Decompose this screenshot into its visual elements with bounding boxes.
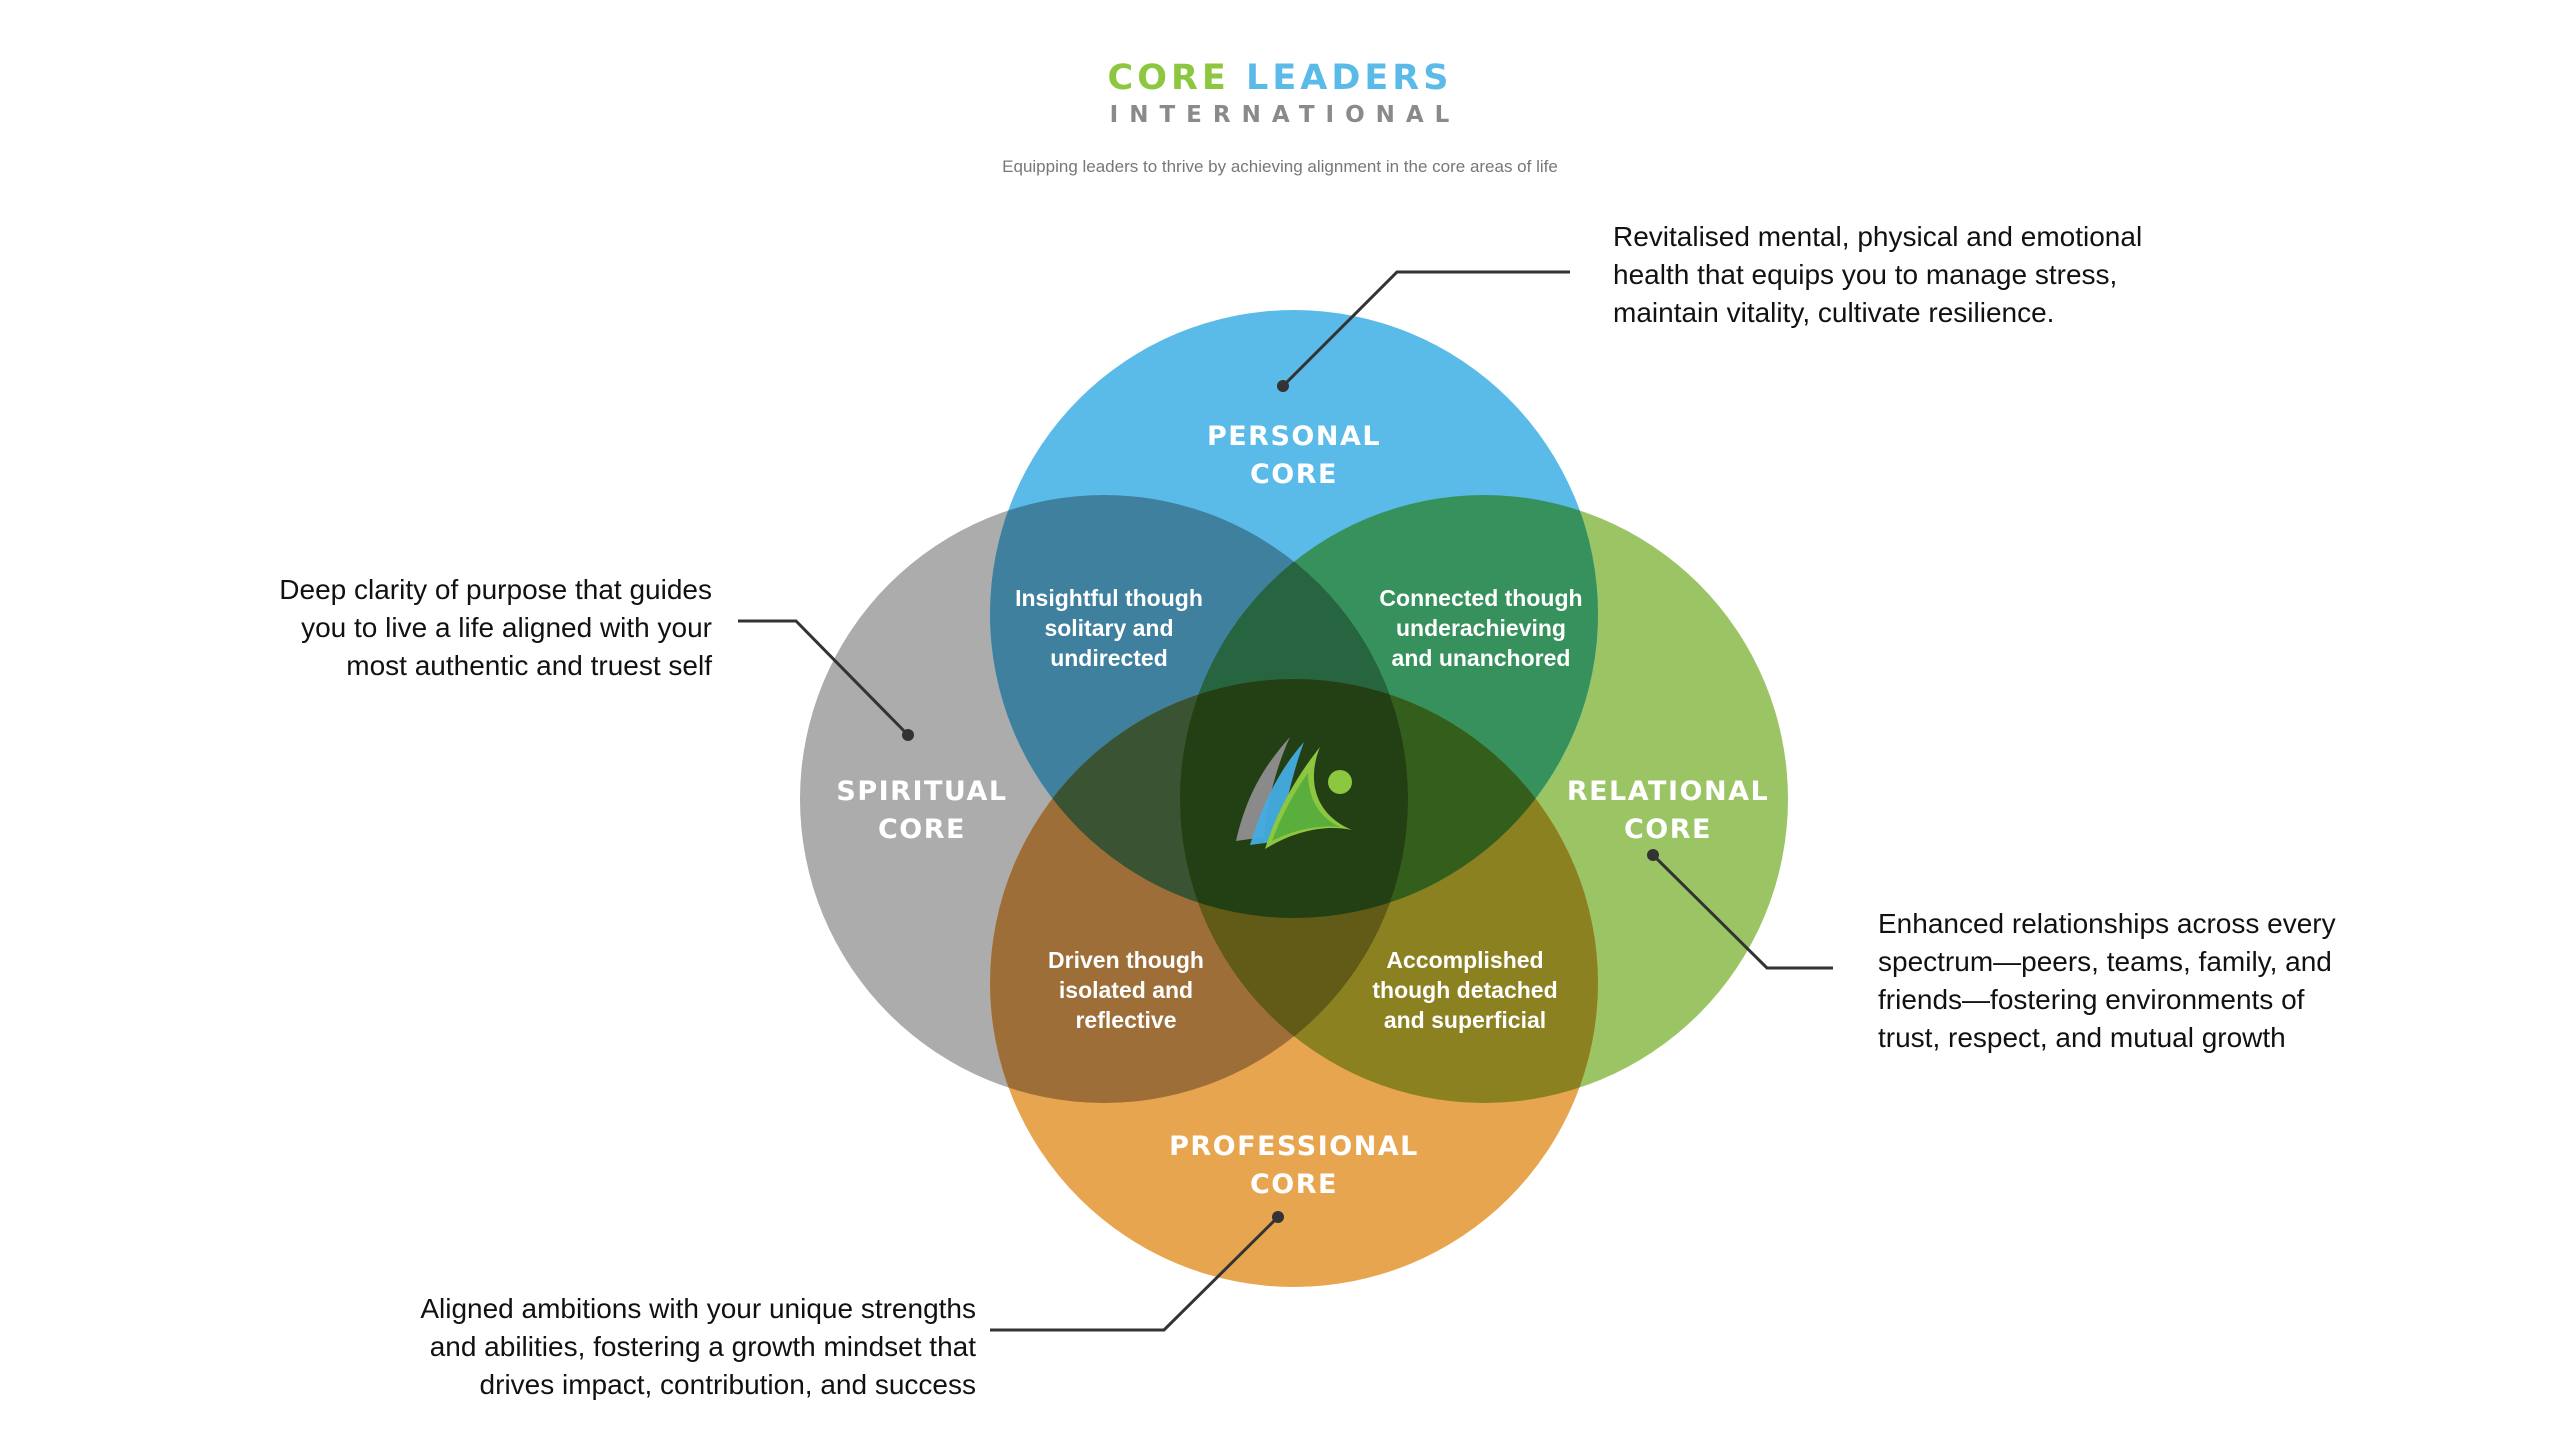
overlap-label-line: isolated and (1059, 977, 1193, 1003)
overlap-label-line: undirected (1050, 645, 1168, 671)
label-relational-line2: CORE (1624, 814, 1712, 845)
overlap-label-line: Driven though (1048, 947, 1204, 973)
annotation-line: most authentic and truest self (346, 650, 712, 681)
core-leaders-emblem-icon (1236, 737, 1352, 849)
leader-line-spiritual (738, 619, 910, 737)
label-professional-line2: CORE (1250, 1169, 1338, 1200)
logo-word-core: CORE (1107, 58, 1230, 98)
emblem-blue-blade (1250, 742, 1304, 845)
emblem-gray-blade (1236, 737, 1290, 841)
annotation-line: you to live a life aligned with your (301, 612, 712, 643)
leader-dot-spiritual (902, 729, 914, 741)
overlap-label-line: Connected though (1379, 585, 1582, 611)
annotation-line: health that equips you to manage stress, (1613, 259, 2118, 290)
label-personal-line1: PERSONAL (1207, 421, 1381, 452)
overlap-triple-top (1180, 495, 1408, 918)
label-relational: RELATIONAL CORE (1567, 776, 1769, 845)
annotation-line: friends—fostering environments of (1878, 984, 2305, 1015)
overlap-triple-left (990, 679, 1408, 918)
annotation-professional: Aligned ambitions with your unique stren… (300, 1290, 976, 1404)
label-professional: PROFESSIONAL CORE (1169, 1131, 1419, 1200)
overlap-label-line: and superficial (1384, 1007, 1546, 1033)
logo-wordmark: CORE LEADERS (0, 58, 2560, 98)
label-spiritual-line1: SPIRITUAL (836, 776, 1007, 807)
overlap-label-spiritual-personal: Insightful though solitary and undirected (1015, 585, 1203, 671)
overlap-label-line: reflective (1075, 1007, 1176, 1033)
label-spiritual: SPIRITUAL CORE (836, 776, 1007, 845)
overlap-label-line: Insightful though (1015, 585, 1203, 611)
overlap-triple-right (1180, 679, 1598, 918)
emblem-head (1328, 770, 1352, 794)
annotation-line: drives impact, contribution, and success (479, 1369, 976, 1400)
overlap-label-line: underachieving (1396, 615, 1566, 641)
annotation-spiritual: Deep clarity of purpose that guides you … (180, 571, 712, 685)
label-personal-line2: CORE (1250, 459, 1338, 490)
emblem-green-inner (1272, 773, 1340, 841)
annotation-line: Deep clarity of purpose that guides (279, 574, 712, 605)
leader-dot-personal (1277, 380, 1289, 392)
overlap-label-line: Accomplished (1386, 947, 1543, 973)
label-personal: PERSONAL CORE (1207, 421, 1381, 490)
annotation-line: Aligned ambitions with your unique stren… (420, 1293, 976, 1324)
overlap-label-relational-professional: Accomplished though detached and superfici… (1372, 947, 1557, 1033)
label-professional-line1: PROFESSIONAL (1169, 1131, 1419, 1162)
overlap-label-personal-relational: Connected though underachieving and unanch… (1379, 585, 1582, 671)
leader-dot-professional (1272, 1211, 1284, 1223)
overlap-label-line: though detached (1372, 977, 1557, 1003)
leader-line-relational (1651, 853, 1833, 970)
label-spiritual-line2: CORE (878, 814, 966, 845)
overlap-triple-bottom (1180, 679, 1408, 1103)
leader-line-personal (1281, 270, 1570, 388)
annotation-line: spectrum—peers, teams, family, and (1878, 946, 2332, 977)
annotation-line: and abilities, fostering a growth mindse… (429, 1331, 976, 1362)
annotation-personal: Revitalised mental, physical and emotion… (1613, 218, 2253, 332)
annotation-line: trust, respect, and mutual growth (1878, 1022, 2286, 1053)
brand-logo: CORE LEADERS INTERNATIONAL (0, 58, 2560, 132)
leader-dot-relational (1647, 849, 1659, 861)
annotation-line: Revitalised mental, physical and emotion… (1613, 221, 2143, 252)
label-relational-line1: RELATIONAL (1567, 776, 1769, 807)
annotation-relational: Enhanced relationships across every spec… (1878, 905, 2438, 1057)
overlap-label-line: solitary and (1044, 615, 1173, 641)
logo-subtitle: INTERNATIONAL (1109, 102, 1461, 128)
leader-line-professional (990, 1215, 1280, 1332)
logo-word-leaders: LEADERS (1246, 58, 1453, 98)
annotation-line: maintain vitality, cultivate resilience. (1613, 297, 2055, 328)
tagline: Equipping leaders to thrive by achieving… (1002, 157, 1558, 176)
overlap-label-spiritual-professional: Driven though isolated and reflective (1048, 947, 1204, 1033)
overlap-label-line: and unanchored (1392, 645, 1571, 671)
annotation-line: Enhanced relationships across every (1878, 908, 2336, 939)
